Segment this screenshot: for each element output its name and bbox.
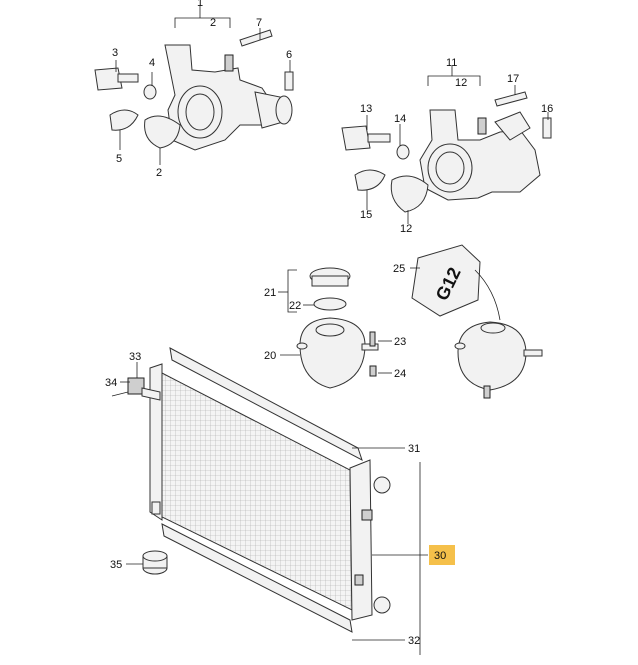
label-2: 2 (210, 17, 216, 29)
label-21: 21 (264, 287, 276, 299)
radiator (127, 347, 391, 633)
label-12-top: 12 (455, 77, 467, 89)
label-32: 32 (408, 635, 420, 647)
expansion-tank-2: G12 (411, 244, 543, 399)
label-5: 5 (116, 153, 122, 165)
label-11: 11 (446, 57, 457, 69)
label-3: 3 (112, 47, 118, 59)
label-31: 31 (408, 443, 420, 455)
label-30: 30 (434, 550, 446, 562)
label-23: 23 (394, 336, 406, 348)
label-34: 34 (105, 377, 117, 389)
label-17: 17 (507, 73, 519, 85)
label-15: 15 (360, 209, 372, 221)
coolant-flange-assembly-2 (341, 91, 552, 213)
label-16: 16 (541, 103, 553, 115)
label-1: 1 (197, 0, 203, 9)
expansion-tank-1 (296, 267, 379, 389)
label-14: 14 (394, 113, 406, 125)
label-20: 20 (264, 350, 276, 362)
label-24: 24 (394, 368, 406, 380)
label-7: 7 (256, 17, 262, 29)
label-35: 35 (110, 559, 122, 571)
label-2-lower: 2 (156, 167, 162, 179)
label-6: 6 (286, 49, 292, 61)
coolant-flange-assembly-1 (94, 29, 294, 151)
highlight-box-30 (429, 545, 455, 565)
label-25: 25 (393, 263, 405, 275)
label-13: 13 (360, 103, 372, 115)
label-33: 33 (129, 351, 141, 363)
label-12-bottom: 12 (400, 223, 412, 235)
label-4: 4 (149, 57, 155, 69)
label-22: 22 (289, 300, 301, 312)
